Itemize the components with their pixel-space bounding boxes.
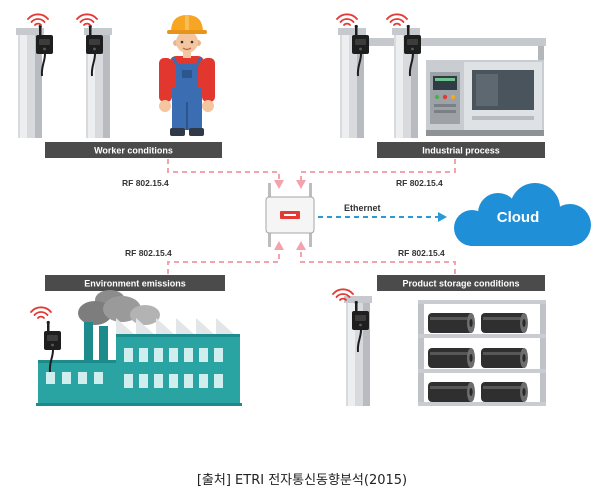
arrow-head-right [438,212,447,222]
panel-label-worker-text: Worker conditions [94,146,173,156]
panel-label-environment-text: Environment emissions [84,279,186,289]
wifi-signal-icon [27,13,49,26]
arrow-head-down [296,180,306,189]
cloud-label: Cloud [497,209,540,226]
worker-conditions-scene [16,13,215,138]
ethernet-label: Ethernet [344,203,381,213]
arrow-head-up [296,241,306,250]
environment-emissions-scene [30,290,242,406]
rf-label: RF 802.15.4 [396,178,443,188]
product-storage-scene [332,288,546,406]
roll-item [428,348,475,368]
rf-label: RF 802.15.4 [122,178,169,188]
panel-label-storage: Product storage conditions [377,275,545,291]
machine-icon [426,60,544,136]
rf-link-top-left: RF 802.15.4 [122,159,284,189]
panel-label-industrial-text: Industrial process [422,146,500,156]
panel-label-industrial: Industrial process [377,142,545,158]
cloud-icon: Cloud [454,183,591,246]
worker-icon [159,15,215,136]
wifi-signal-icon [30,306,52,319]
roll-item [481,348,528,368]
wifi-signal-icon [76,13,98,26]
factory-icon [36,318,242,406]
figure-caption: [출처] ETRI 전자통신동향분석(2015) [197,473,407,488]
wifi-signal-icon [336,13,358,26]
wifi-signal-icon [386,13,408,26]
storage-rack-icon [418,300,546,406]
gateway-icon [265,183,315,247]
overhead-beam [366,38,546,46]
ethernet-link: Ethernet [318,203,447,222]
rf-label: RF 802.15.4 [398,248,445,258]
rf-link-top-right: RF 802.15.4 [296,159,456,189]
rf-link-bottom-left: RF 802.15.4 [125,241,284,274]
roll-item [428,313,475,333]
smoke-plume [78,290,160,325]
roll-item [428,382,475,402]
panel-label-storage-text: Product storage conditions [402,279,519,289]
roll-item [481,313,528,333]
panel-label-worker: Worker conditions [45,142,222,158]
roll-item [481,382,528,402]
arrow-head-down [274,180,284,189]
panel-label-environment: Environment emissions [45,275,225,291]
rf-label: RF 802.15.4 [125,248,172,258]
arrow-head-up [274,241,284,250]
rf-link-bottom-right: RF 802.15.4 [296,241,456,274]
industrial-process-scene [336,13,546,138]
